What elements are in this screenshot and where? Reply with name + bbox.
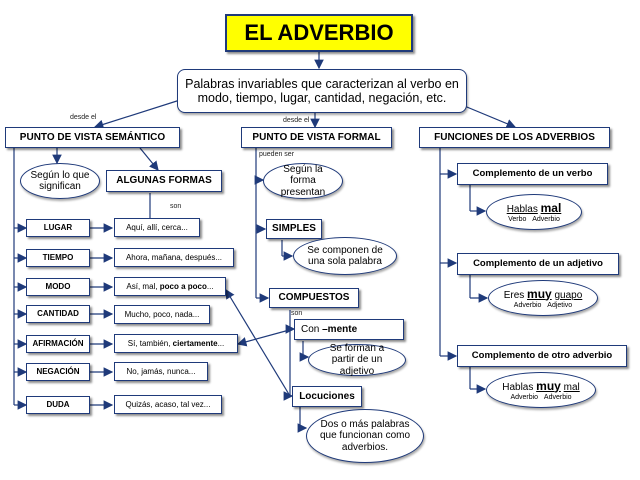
function-adjective-example: Eres muy guapo Adverbio Adjetivo xyxy=(488,280,598,316)
mente-desc: Se forman a partir de un adjetivo xyxy=(308,342,406,377)
category-label: TIEMPO xyxy=(42,253,74,263)
category-afirmacion: AFIRMACIÓN xyxy=(26,335,90,353)
simples-desc: Se componen de una sola palabra xyxy=(293,237,397,275)
category-label: LUGAR xyxy=(43,223,73,233)
definition-text: Palabras invariables que caracterizan al… xyxy=(185,76,459,105)
category-label: DUDA xyxy=(46,400,70,410)
examples-tail: ... xyxy=(217,338,225,348)
formal-note-text: Según la forma presentan xyxy=(280,163,326,198)
function-verb: Complemento de un verbo xyxy=(457,163,608,185)
con-mente-prefix: Con xyxy=(301,323,323,335)
example-word: Eres xyxy=(503,289,525,301)
label-desde-el-left: desde el xyxy=(70,114,97,121)
page-title-text: EL ADVERBIO xyxy=(244,20,394,46)
category-label: NEGACIÓN xyxy=(36,367,80,377)
function-label: Complemento de un verbo xyxy=(472,167,593,179)
compuestos-box: COMPUESTOS xyxy=(269,288,359,308)
compuestos-text: COMPUESTOS xyxy=(278,292,350,304)
example-tag: Adverbio xyxy=(513,301,542,309)
example-tags: Adverbio Adjetivo xyxy=(514,302,572,309)
function-adverb: Complemento de otro adverbio xyxy=(457,345,627,367)
examples-tiempo: Ahora, mañana, después... xyxy=(114,248,234,267)
category-cantidad: CANTIDAD xyxy=(26,305,90,323)
label-son-compuestos: son xyxy=(291,310,303,317)
example-word: muy xyxy=(527,286,552,301)
examples-text: No, jamás, nunca... xyxy=(126,366,196,376)
example-tag: Adjetivo xyxy=(547,301,573,309)
examples-cantidad: Mucho, poco, nada... xyxy=(114,305,210,324)
examples-duda: Quizás, acaso, tal vez... xyxy=(114,395,222,414)
examples-tail: ... xyxy=(206,281,214,291)
con-mente-bold: –mente xyxy=(322,323,358,335)
example-word: mal xyxy=(540,200,562,215)
category-tiempo: TIEMPO xyxy=(26,249,90,267)
function-label: Complemento de otro adverbio xyxy=(471,349,613,361)
category-modo: MODO xyxy=(26,278,90,296)
forms-label-text: ALGUNAS FORMAS xyxy=(116,175,212,187)
locuciones-desc: Dos o más palabras que funcionan como ad… xyxy=(306,409,424,463)
example-word: guapo xyxy=(554,289,583,301)
simples-desc-text: Se componen de una sola palabra xyxy=(307,244,383,268)
label-pueden-ser: pueden ser xyxy=(259,151,295,158)
category-lugar: LUGAR xyxy=(26,219,90,237)
example-tag: Adverbio xyxy=(532,215,560,223)
examples-text: Mucho, poco, nada... xyxy=(124,309,200,319)
examples-bold: ciertamente xyxy=(172,338,218,348)
category-negacion: NEGACIÓN xyxy=(26,363,90,381)
locuciones-desc-text: Dos o más palabras que funcionan como ad… xyxy=(319,418,411,453)
examples-text: Ahora, mañana, después... xyxy=(125,252,223,262)
example-words: Hablas muy mal xyxy=(502,380,580,393)
category-duda: DUDA xyxy=(26,396,90,414)
example-words: Eres muy guapo xyxy=(504,288,583,301)
function-label: Complemento de un adjetivo xyxy=(473,257,603,269)
page-title: EL ADVERBIO xyxy=(225,14,413,52)
forms-label: ALGUNAS FORMAS xyxy=(106,170,222,192)
examples-afirmacion: Sí, también, ciertamente... xyxy=(114,334,238,353)
category-label: MODO xyxy=(45,282,71,292)
mente-desc-text: Se forman a partir de un adjetivo xyxy=(329,342,385,377)
example-tag: Adverbio xyxy=(543,393,572,401)
simples-box: SIMPLES xyxy=(266,219,322,239)
example-words: Hablas mal xyxy=(507,202,562,215)
simples-text: SIMPLES xyxy=(272,223,316,235)
examples-modo: Así, mal, poco a poco... xyxy=(114,277,226,296)
example-tag: Adverbio xyxy=(510,393,539,401)
functions-header: FUNCIONES DE LOS ADVERBIOS xyxy=(419,127,610,148)
example-tags: Verbo Adverbio xyxy=(508,216,560,223)
locuciones-text: Locuciones xyxy=(299,390,355,402)
examples-text: Quizás, acaso, tal vez... xyxy=(125,399,211,409)
example-tag: Verbo xyxy=(508,215,527,223)
label-desde-el-mid: desde el xyxy=(283,117,310,124)
category-label: CANTIDAD xyxy=(37,309,79,319)
examples-text: Sí, también, xyxy=(127,338,173,348)
formal-header: PUNTO DE VISTA FORMAL xyxy=(241,127,392,148)
function-adverb-example: Hablas muy mal Adverbio Adverbio xyxy=(486,372,596,408)
label-son-formas: son xyxy=(170,203,182,210)
examples-text: Aquí, allí, cerca... xyxy=(126,222,188,232)
locuciones-box: Locuciones xyxy=(292,386,362,407)
semantic-header-text: PUNTO DE VISTA SEMÁNTICO xyxy=(19,131,166,143)
category-label: AFIRMACIÓN xyxy=(32,339,84,349)
example-word: mal xyxy=(563,381,580,393)
function-adjective: Complemento de un adjetivo xyxy=(457,253,619,275)
examples-negacion: No, jamás, nunca... xyxy=(114,362,208,381)
definition-box: Palabras invariables que caracterizan al… xyxy=(177,69,467,113)
examples-bold: poco a poco xyxy=(159,281,207,291)
example-tags: Adverbio Adverbio xyxy=(510,394,571,401)
semantic-note: Según lo que significan xyxy=(20,163,100,199)
formal-note: Según la forma presentan xyxy=(263,163,343,199)
semantic-header: PUNTO DE VISTA SEMÁNTICO xyxy=(5,127,180,148)
example-word: Hablas xyxy=(506,203,538,215)
con-mente-box: Con –mente xyxy=(294,319,404,340)
functions-header-text: FUNCIONES DE LOS ADVERBIOS xyxy=(434,131,595,143)
formal-header-text: PUNTO DE VISTA FORMAL xyxy=(252,131,381,143)
examples-text: Así, mal, xyxy=(126,281,160,291)
example-word: Hablas xyxy=(502,381,534,393)
function-verb-example: Hablas mal Verbo Adverbio xyxy=(486,194,582,230)
example-word: muy xyxy=(536,378,561,393)
examples-lugar: Aquí, allí, cerca... xyxy=(114,218,200,237)
semantic-note-text: Según lo que significan xyxy=(30,169,90,193)
